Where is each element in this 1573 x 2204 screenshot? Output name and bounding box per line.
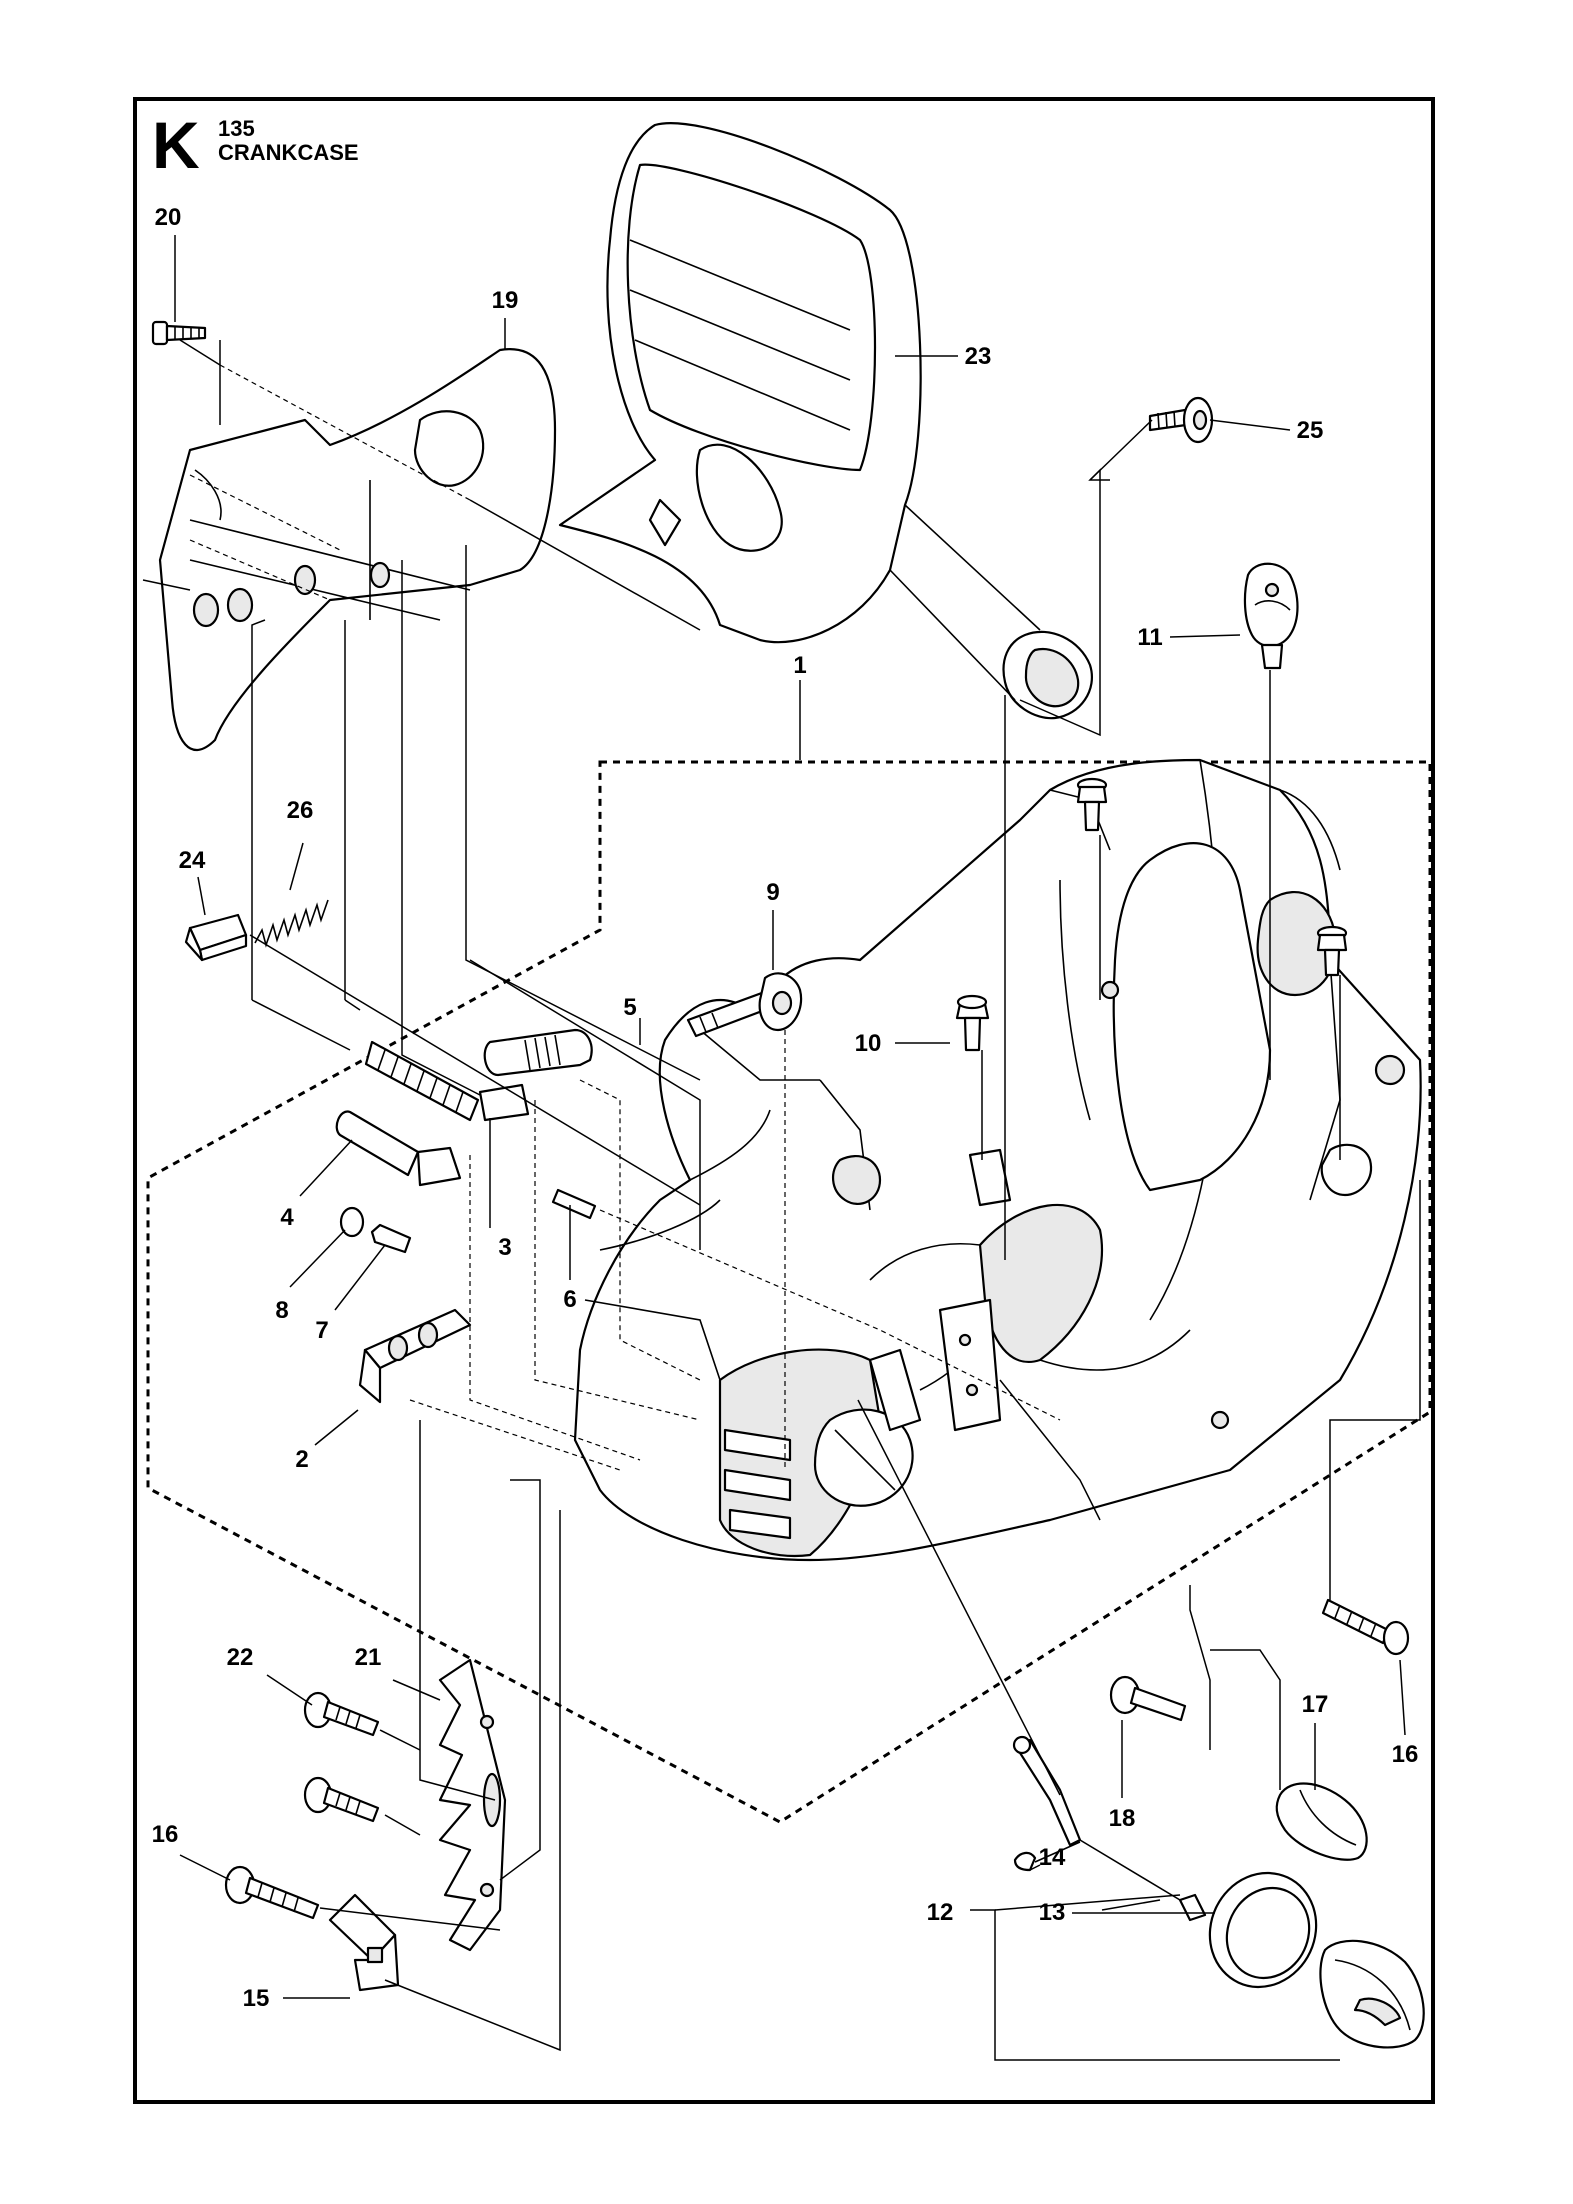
- part-25-bolt: [1148, 396, 1214, 444]
- crankcase-body: [573, 758, 1422, 1562]
- part-20-screw: [151, 320, 207, 346]
- section-letter: K: [152, 108, 200, 182]
- part-24-block: [184, 913, 248, 962]
- callout-23: 23: [965, 343, 992, 370]
- callout-1: 1: [793, 652, 806, 679]
- part-13-seal-ring: [1208, 1871, 1318, 1989]
- part-10-bolt: [955, 994, 990, 1052]
- callout-4: 4: [280, 1204, 294, 1231]
- part-8-cap: [339, 1206, 365, 1238]
- part-3-block: [478, 1083, 530, 1122]
- part-12-cap: [1319, 1939, 1425, 2049]
- part-16-bolt-left: [224, 1865, 320, 1920]
- callout-17: 17: [1302, 1691, 1329, 1718]
- part-11-cable-clip: [1243, 562, 1299, 670]
- part-19-cover-plate: [158, 348, 557, 752]
- callout-14: 14: [1039, 1844, 1066, 1871]
- callout-18: 18: [1109, 1805, 1136, 1832]
- callout-6: 6: [563, 1286, 576, 1313]
- callout-9: 9: [766, 879, 779, 906]
- part-16-bolt-right: [1321, 1598, 1410, 1656]
- callout-12: 12: [927, 1899, 954, 1926]
- diagram-frame: [133, 97, 1435, 2104]
- section-code: 135: [218, 116, 255, 141]
- part-18-bolt: [1109, 1675, 1187, 1722]
- part-26-spring: [254, 899, 329, 948]
- part-23-hand-guard: [558, 122, 1093, 720]
- callout-26: 26: [287, 797, 314, 824]
- part-7-screw: [370, 1223, 412, 1254]
- callout-10: 10: [855, 1030, 882, 1057]
- assembly-boundary: [146, 760, 1432, 1824]
- callout-5: 5: [623, 994, 636, 1021]
- part-14-strap: [1012, 1735, 1207, 1922]
- callout-13: 13: [1039, 1899, 1066, 1926]
- callout-20: 20: [155, 204, 182, 231]
- part-21-bumper-spike: [438, 1658, 507, 1952]
- callout-16-left: 16: [152, 1821, 179, 1848]
- callout-15: 15: [243, 1985, 270, 2012]
- part-6-dowel: [551, 1188, 597, 1220]
- case-bolt-right: [1316, 925, 1348, 977]
- callout-8: 8: [275, 1297, 288, 1324]
- part-17-plug: [1275, 1782, 1368, 1861]
- callout-25: 25: [1297, 417, 1324, 444]
- part-22-bolt-lower: [303, 1776, 380, 1823]
- part-9-oil-pump: [686, 972, 803, 1038]
- case-bolt-upper: [1076, 777, 1108, 832]
- callout-16-right: 16: [1392, 1741, 1419, 1768]
- callout-2: 2: [295, 1446, 308, 1473]
- part-5-pin: [483, 1028, 593, 1077]
- callout-19: 19: [492, 287, 519, 314]
- part-15-plate: [328, 1893, 400, 1992]
- part-22-bolt: [303, 1691, 380, 1737]
- part-2-plate: [358, 1308, 472, 1404]
- callout-11: 11: [1137, 624, 1162, 651]
- section-title: CRANKCASE: [218, 140, 359, 165]
- callout-3: 3: [498, 1234, 511, 1261]
- callout-7: 7: [315, 1317, 328, 1344]
- callout-22: 22: [227, 1644, 254, 1671]
- part-threaded-rod: [364, 1040, 480, 1122]
- part-4-pin: [335, 1110, 462, 1187]
- callout-24: 24: [179, 847, 206, 874]
- callout-21: 21: [355, 1644, 382, 1671]
